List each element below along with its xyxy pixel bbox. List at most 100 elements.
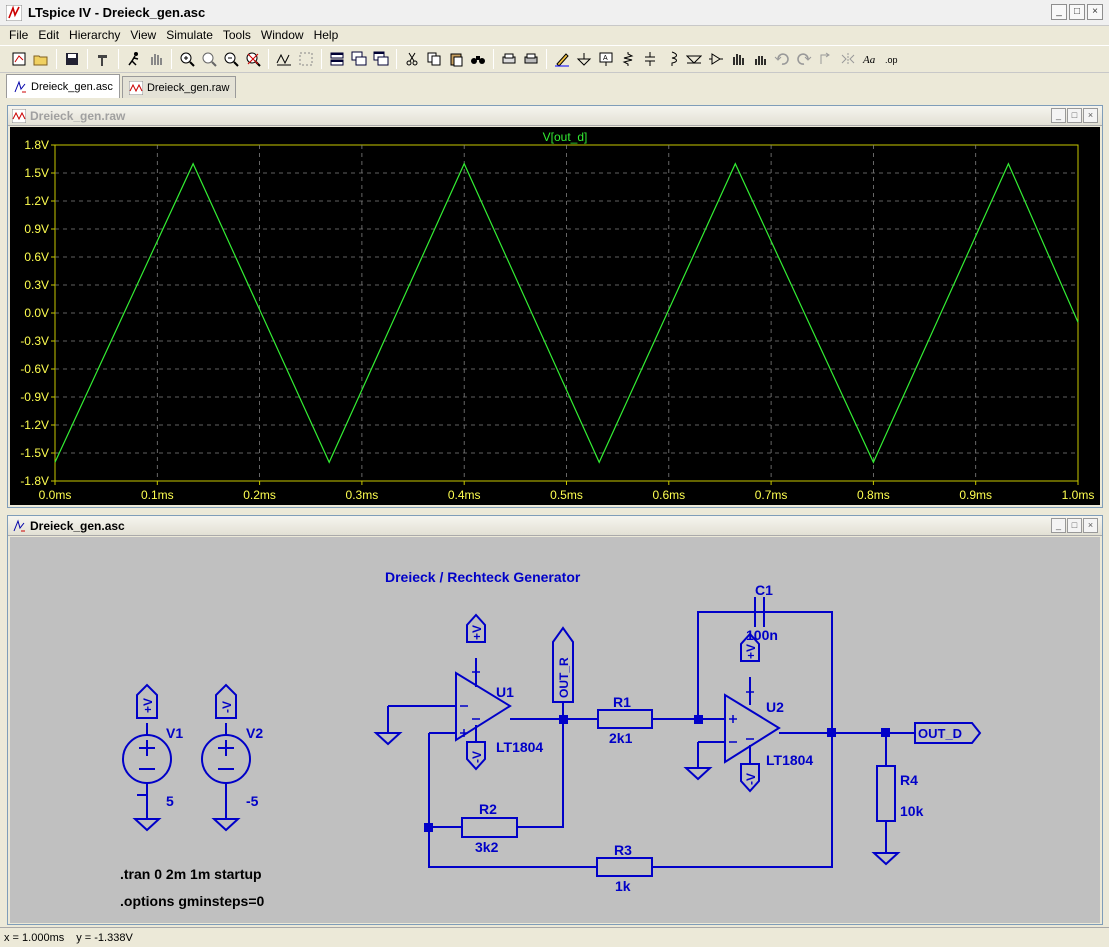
menu-file[interactable]: File bbox=[9, 28, 29, 42]
tran-directive[interactable]: .tran 0 2m 1m startup bbox=[120, 866, 262, 882]
component-button[interactable] bbox=[705, 48, 727, 70]
c1-name[interactable]: C1 bbox=[755, 582, 773, 598]
waveform-plot[interactable]: 1.8V1.5V1.2V0.9V0.6V0.3V0.0V-0.3V-0.6V-0… bbox=[10, 127, 1100, 505]
out-r-label[interactable]: OUT_R bbox=[557, 657, 571, 698]
pan-button[interactable] bbox=[198, 48, 220, 70]
v2-name[interactable]: V2 bbox=[246, 725, 263, 741]
label-net-button[interactable]: A bbox=[595, 48, 617, 70]
menu-window[interactable]: Window bbox=[260, 28, 304, 42]
r2-value[interactable]: 3k2 bbox=[475, 839, 499, 855]
u2-model[interactable]: LT1804 bbox=[766, 752, 813, 768]
capacitor-c1[interactable] bbox=[754, 597, 788, 627]
cascade-button[interactable] bbox=[348, 48, 370, 70]
schematic-restore-button[interactable]: □ bbox=[1067, 518, 1082, 533]
waveform-minimize-button[interactable]: _ bbox=[1051, 108, 1066, 123]
new-schematic-button[interactable] bbox=[8, 48, 30, 70]
resistor-r4[interactable] bbox=[876, 765, 896, 822]
opamp-u2[interactable] bbox=[724, 632, 781, 793]
tab-schematic[interactable]: Dreieck_gen.asc bbox=[6, 74, 120, 98]
draw-wire-button[interactable] bbox=[551, 48, 573, 70]
voltage-source-v2[interactable] bbox=[201, 723, 251, 832]
r2-name[interactable]: R2 bbox=[479, 801, 497, 817]
zoom-in-button[interactable] bbox=[176, 48, 198, 70]
resistor-button[interactable] bbox=[617, 48, 639, 70]
find-button[interactable] bbox=[467, 48, 489, 70]
control-panel-button[interactable] bbox=[92, 48, 114, 70]
r3-value[interactable]: 1k bbox=[615, 878, 631, 894]
menu-edit[interactable]: Edit bbox=[38, 28, 60, 42]
supply-flag-u1-pos[interactable] bbox=[466, 613, 486, 643]
r3-name[interactable]: R3 bbox=[614, 842, 632, 858]
maximize-button[interactable]: □ bbox=[1069, 4, 1085, 20]
trace-title[interactable]: V[out_d] bbox=[543, 130, 588, 144]
inductor-button[interactable] bbox=[661, 48, 683, 70]
move-button[interactable] bbox=[727, 48, 749, 70]
text-button[interactable]: Aa bbox=[859, 48, 881, 70]
r1-name[interactable]: R1 bbox=[613, 694, 631, 710]
waveform-close-button[interactable]: × bbox=[1083, 108, 1098, 123]
schematic-title[interactable]: Dreieck / Rechteck Generator bbox=[385, 569, 581, 585]
redo-button[interactable] bbox=[793, 48, 815, 70]
menu-view[interactable]: View bbox=[130, 28, 157, 42]
menu-hierarchy[interactable]: Hierarchy bbox=[69, 28, 121, 42]
menu-help[interactable]: Help bbox=[313, 28, 339, 42]
halt-button[interactable] bbox=[145, 48, 167, 70]
supply-flag-u2-pos[interactable] bbox=[740, 632, 760, 662]
tile-horizontal-button[interactable] bbox=[326, 48, 348, 70]
zoom-out-button[interactable] bbox=[220, 48, 242, 70]
spice-directive-button[interactable]: .op bbox=[881, 48, 903, 70]
net-flag-out-d[interactable] bbox=[914, 722, 982, 744]
u2-name[interactable]: U2 bbox=[766, 699, 784, 715]
r4-name[interactable]: R4 bbox=[900, 772, 918, 788]
voltage-source-v1[interactable] bbox=[122, 723, 172, 832]
menu-simulate[interactable]: Simulate bbox=[166, 28, 213, 42]
v1-name[interactable]: V1 bbox=[166, 725, 183, 741]
u1-model[interactable]: LT1804 bbox=[496, 739, 543, 755]
resistor-r3[interactable] bbox=[596, 857, 653, 877]
print-button[interactable] bbox=[520, 48, 542, 70]
capacitor-button[interactable] bbox=[639, 48, 661, 70]
undo-button[interactable] bbox=[771, 48, 793, 70]
supply-flag-u2-neg[interactable] bbox=[740, 763, 760, 793]
minimize-button[interactable]: _ bbox=[1051, 4, 1067, 20]
schematic-close-button[interactable]: × bbox=[1083, 518, 1098, 533]
tab-waveform[interactable]: Dreieck_gen.raw bbox=[121, 76, 237, 98]
close-button[interactable]: × bbox=[1087, 4, 1103, 20]
r1-value[interactable]: 2k1 bbox=[609, 730, 633, 746]
autorange-button[interactable] bbox=[273, 48, 295, 70]
schematic-canvas[interactable]: Dreieck / Rechteck Generator V1 5 V2 -5 … bbox=[10, 537, 1100, 923]
v2-value[interactable]: -5 bbox=[246, 793, 259, 809]
schematic-minimize-button[interactable]: _ bbox=[1051, 518, 1066, 533]
v1-value[interactable]: 5 bbox=[166, 793, 174, 809]
resistor-r1[interactable] bbox=[597, 709, 653, 729]
mirror-button[interactable] bbox=[837, 48, 859, 70]
trace-v-out-d[interactable] bbox=[54, 162, 1079, 464]
supply-flag-u1-neg[interactable] bbox=[466, 741, 486, 771]
copy-button[interactable] bbox=[423, 48, 445, 70]
ground-button[interactable] bbox=[573, 48, 595, 70]
save-button[interactable] bbox=[61, 48, 83, 70]
open-button[interactable] bbox=[30, 48, 52, 70]
print-setup-button[interactable] bbox=[498, 48, 520, 70]
run-button[interactable] bbox=[123, 48, 145, 70]
waveform-restore-button[interactable]: □ bbox=[1067, 108, 1082, 123]
zoom-fit-button[interactable] bbox=[242, 48, 264, 70]
out-d-label[interactable]: OUT_D bbox=[918, 726, 962, 741]
supply-flag-v1[interactable] bbox=[136, 683, 158, 719]
diode-button[interactable] bbox=[683, 48, 705, 70]
drag-button[interactable] bbox=[749, 48, 771, 70]
menu-tools[interactable]: Tools bbox=[222, 28, 251, 42]
r4-value[interactable]: 10k bbox=[900, 803, 924, 819]
c1-value[interactable]: 100n bbox=[746, 627, 778, 643]
resistor-r2[interactable] bbox=[461, 817, 518, 838]
cut-button[interactable] bbox=[401, 48, 423, 70]
u1-name[interactable]: U1 bbox=[496, 684, 514, 700]
rotate-button[interactable] bbox=[815, 48, 837, 70]
grid-button[interactable] bbox=[295, 48, 317, 70]
tile-vertical-button[interactable] bbox=[370, 48, 392, 70]
paste-button[interactable] bbox=[445, 48, 467, 70]
net-flag-out-r[interactable] bbox=[552, 626, 574, 703]
schematic-drawing[interactable]: Dreieck / Rechteck Generator V1 5 V2 -5 … bbox=[10, 537, 1100, 923]
supply-flag-v2[interactable] bbox=[215, 683, 237, 719]
